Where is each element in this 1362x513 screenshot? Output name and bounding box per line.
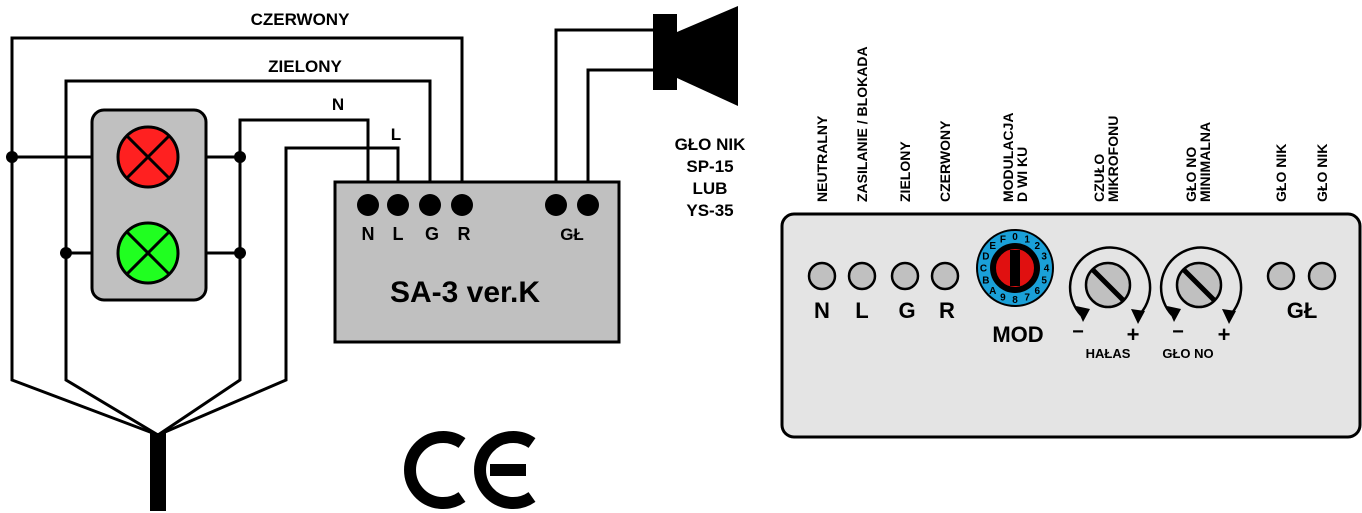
- mod-dial-digit: D: [982, 251, 989, 262]
- speaker-line-1: GŁO NIK: [675, 135, 747, 154]
- red-lamp: [116, 125, 180, 189]
- header-glosnik-1: GŁO NIK: [1273, 144, 1289, 202]
- mod-dial-digit: E: [989, 241, 996, 252]
- mod-dial-digit: 6: [1035, 286, 1041, 297]
- mod-dial-digit: 7: [1024, 293, 1030, 304]
- mod-dial-digit: B: [982, 276, 989, 287]
- panel-terminals: [807, 261, 1337, 291]
- controller-terminals: [357, 194, 599, 216]
- volume-plus: +: [1218, 322, 1231, 347]
- controller-terminal-n: N: [362, 224, 375, 244]
- panel-terminal-r: R: [939, 298, 955, 323]
- green-lamp: [116, 221, 180, 285]
- wire-speaker-1: [554, 28, 655, 205]
- sensitivity-potentiometer[interactable]: [1068, 246, 1152, 324]
- panel-box: [780, 212, 1362, 439]
- mod-dial-digit: 4: [1044, 264, 1050, 275]
- cable-bundle: [150, 433, 166, 511]
- mod-dial-digit: 9: [1000, 293, 1006, 304]
- header-czerwony: CZERWONY: [937, 120, 953, 202]
- mod-label: MOD: [992, 322, 1043, 347]
- volume-potentiometer[interactable]: [1159, 246, 1243, 324]
- mod-dial-digit: C: [980, 264, 987, 275]
- mod-dial-digit: 5: [1041, 276, 1047, 287]
- speaker-line-2: SP-15: [686, 157, 733, 176]
- wire-live: [157, 146, 400, 437]
- mod-dial-digit: 0: [1012, 232, 1018, 243]
- header-zasilanie: ZASILANIE / BLOKADA: [854, 46, 870, 202]
- panel-speaker-label: GŁ: [1287, 298, 1318, 323]
- mod-dial-digit: 1: [1024, 234, 1030, 245]
- header-czulosc-2: MIKROFONU: [1105, 116, 1121, 202]
- controller-terminal-l: L: [393, 224, 404, 244]
- sensitivity-label: HAŁAS: [1086, 346, 1131, 361]
- sensitivity-minus: −: [1072, 321, 1084, 343]
- header-zielony: ZIELONY: [897, 141, 913, 202]
- mod-dial-digit: 3: [1041, 251, 1047, 262]
- controller-speaker-terminal: GŁ: [560, 225, 584, 244]
- wire-label-live: L: [391, 125, 401, 144]
- panel-headers: NEUTRALNY ZASILANIE / BLOKADA ZIELONY CZ…: [814, 46, 1330, 202]
- ce-mark-icon: [404, 431, 536, 509]
- wire-speaker-2: [586, 68, 655, 205]
- wire-label-neutral: N: [332, 95, 344, 114]
- sensitivity-plus: +: [1127, 322, 1140, 347]
- junction-dots: [6, 151, 246, 259]
- controller-box: [333, 180, 621, 344]
- speaker-line-3: LUB: [693, 179, 728, 198]
- wire-label-red: CZERWONY: [251, 10, 351, 29]
- controller-terminal-r: R: [458, 224, 471, 244]
- mod-dial-digit: A: [989, 286, 996, 297]
- panel-terminal-g: G: [898, 298, 915, 323]
- header-neutralny: NEUTRALNY: [814, 115, 830, 202]
- header-czulosc-1: CZUŁO: [1091, 154, 1107, 202]
- speaker-icon: [653, 6, 738, 106]
- controller-name: SA-3 ver.K: [390, 276, 540, 309]
- controller-terminal-g: G: [425, 224, 439, 244]
- volume-minus: −: [1172, 321, 1184, 343]
- mod-dial-digit: 8: [1012, 295, 1018, 306]
- speaker-line-4: YS-35: [686, 201, 733, 220]
- header-glosnik-2: GŁO NIK: [1314, 144, 1330, 202]
- header-glosnosc-2: MINIMALNA: [1197, 122, 1213, 202]
- panel-terminal-n: N: [814, 298, 830, 323]
- mod-dial-digit: F: [1000, 234, 1006, 245]
- mod-dial-digit: 2: [1035, 241, 1041, 252]
- wire-green: [64, 79, 432, 437]
- header-glosnosc-1: GŁO NO: [1183, 147, 1199, 202]
- panel-terminal-l: L: [855, 298, 868, 323]
- wire-label-green: ZIELONY: [268, 57, 342, 76]
- header-modulacja-2: D WI KU: [1014, 147, 1030, 202]
- wire-red: [10, 36, 464, 437]
- header-modulacja-1: MODULACJA: [1000, 113, 1016, 202]
- volume-label: GŁO NO: [1162, 346, 1213, 361]
